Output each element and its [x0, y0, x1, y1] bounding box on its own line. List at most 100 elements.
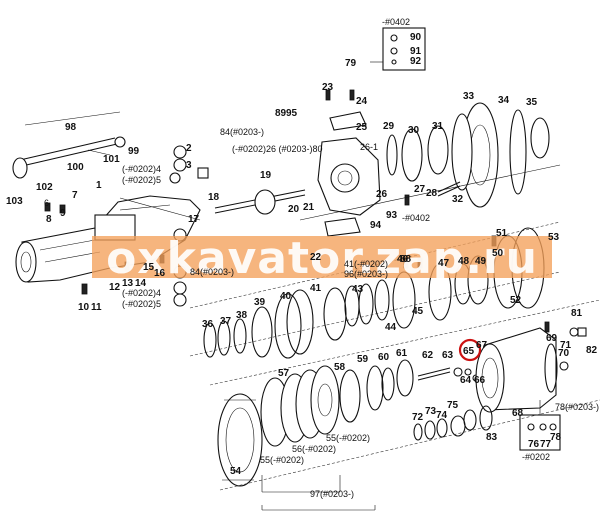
part-label: 16 [154, 268, 166, 279]
ref-label: 84(#0203-) [190, 267, 234, 277]
part-label: 36 [202, 319, 214, 330]
part-label: 59 [357, 354, 369, 365]
part-label: 21 [303, 202, 315, 213]
part-label: 9 [60, 208, 66, 219]
brake-discs [260, 359, 414, 447]
part-label: 6 [44, 198, 49, 208]
part-label: 53 [548, 232, 560, 243]
part-label: 39 [254, 297, 266, 308]
part-label: 81 [571, 308, 583, 319]
watermark: oxkavator.zap.ru [92, 233, 552, 284]
parts-box-0402 [370, 27, 426, 71]
steering-knuckle [317, 111, 381, 237]
part-label: 20 [288, 204, 300, 215]
part-label: 78 [550, 432, 562, 443]
ref-label: (-#0202)5 [122, 175, 161, 185]
part-label: 7 [72, 190, 78, 201]
ref-label: 56(-#0202) [292, 444, 336, 454]
watermark-text: oxkavator.zap.ru [106, 233, 538, 284]
part-label: 94 [370, 220, 382, 231]
ref-label: 55(-#0202) [326, 433, 370, 443]
ring-gear [217, 393, 263, 487]
ref-label: (-#0202)4 [122, 164, 161, 174]
part-label: 100 [67, 162, 84, 173]
part-label: 13 [122, 278, 134, 289]
drive-shaft [169, 167, 461, 215]
part-label: 22 [310, 252, 322, 263]
part-label: 73 [425, 406, 437, 417]
part-label: 12 [109, 282, 121, 293]
part-label: 10 [78, 302, 90, 313]
part-label: 30 [408, 125, 420, 136]
part-label: 90 [410, 32, 422, 43]
part-labels: 1 2 3 6 7 8 9 10 11 12 13 14 15 16 17 18… [6, 17, 599, 499]
part-label: 31 [432, 121, 444, 132]
part-label: 34 [498, 95, 510, 106]
part-label: 50 [492, 248, 504, 259]
part-label: 25 [356, 122, 368, 133]
part-label: 62 [422, 350, 434, 361]
ref-label: (-#0202)5 [122, 299, 161, 309]
part-label: 2 [186, 143, 192, 154]
part-label: 95 [286, 108, 298, 119]
part-label: 26 [376, 189, 388, 200]
part-label: 49 [475, 256, 487, 267]
part-label: 77 [540, 439, 552, 450]
part-label: 69 [546, 333, 558, 344]
part-label: 60 [378, 352, 390, 363]
part-label: 15 [143, 262, 155, 273]
part-label: 58 [334, 362, 346, 373]
part-label: 11 [91, 302, 102, 313]
part-label: 24 [356, 96, 368, 107]
tie-rod [12, 111, 126, 179]
hub-cover-housing [475, 327, 587, 413]
part-label: 99 [128, 146, 140, 157]
ref-label: 97(#0203-) [310, 489, 354, 499]
ref-label: (-#0202)26 (#0203-)80 [232, 144, 323, 154]
part-label: 93 [386, 210, 398, 221]
ref-label: (-#0202)4 [122, 288, 161, 298]
reference-brackets [261, 475, 376, 511]
part-label: 54 [230, 466, 242, 477]
part-label: 3 [186, 160, 192, 171]
parts-box-0202 [519, 400, 561, 451]
part-label: 75 [447, 400, 459, 411]
part-label: 66 [474, 375, 486, 386]
part-label: 43 [352, 284, 364, 295]
part-label: 23 [322, 82, 334, 93]
part-label: 57 [278, 368, 290, 379]
part-label: 18 [208, 192, 220, 203]
part-label: 102 [36, 182, 53, 193]
ref-label: 55(-#0202) [260, 455, 304, 465]
part-label: 68 [512, 408, 524, 419]
ref-label: 84(#0203-) [220, 127, 264, 137]
part-label: 17 [188, 214, 200, 225]
ref-label: 26-1 [360, 142, 378, 152]
part-label: 45 [412, 306, 424, 317]
part-label: 52 [510, 295, 522, 306]
part-label: 89 [275, 108, 287, 119]
ref-label: -#0202 [522, 452, 550, 462]
ref-label: -#0402 [402, 213, 430, 223]
part-label: 47 [438, 258, 450, 269]
part-label: 38 [236, 310, 248, 321]
part-label: 64 [460, 375, 472, 386]
small-bearings-row [413, 405, 493, 441]
part-label: 19 [260, 170, 272, 181]
part-label: 44 [385, 322, 397, 333]
part-label: 83 [486, 432, 498, 443]
part-label: 65 [463, 346, 475, 357]
part-label: 28 [426, 188, 438, 199]
part-label: 103 [6, 196, 23, 207]
highlight-circle [458, 338, 482, 362]
part-label: 1 [96, 180, 102, 191]
ref-label: 96(#0203-) [344, 269, 388, 279]
ref-label: 78(#0203-) [555, 402, 599, 412]
part-label: 29 [383, 121, 395, 132]
part-label: 82 [586, 345, 598, 356]
part-label: 71 [560, 340, 572, 351]
hub-housing [386, 102, 550, 208]
part-label: 79 [345, 58, 357, 69]
part-label: 41 [310, 283, 322, 294]
